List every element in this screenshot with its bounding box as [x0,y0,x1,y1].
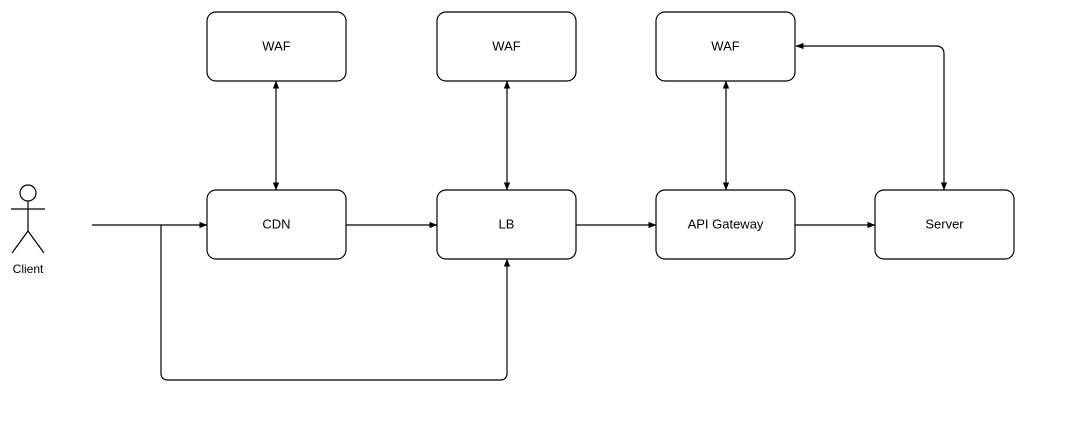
node-cdn: CDN [206,189,347,260]
node-waf-1: WAF [206,11,347,82]
node-api-gateway: API Gateway [655,189,796,260]
node-waf-2: WAF [436,11,577,82]
client-actor: Client [11,184,45,276]
node-waf-3: WAF [655,11,796,82]
node-waf-1-label: WAF [262,38,290,53]
actor-right-leg [27,230,45,254]
actor-head [19,184,37,202]
node-waf-3-label: WAF [711,38,739,53]
edge-client-to-lb [160,225,511,381]
edges [92,42,948,381]
actor-label: Client [13,262,44,276]
node-lb: LB [436,189,577,260]
actor-left-leg [11,230,29,254]
node-cdn-label: CDN [262,216,290,231]
node-server-label: Server [925,216,964,231]
node-server: Server [874,189,1015,260]
edge-server-waf-3 [795,42,948,191]
node-lb-label: LB [499,216,515,231]
node-api-gateway-label: API Gateway [688,216,764,231]
node-waf-2-label: WAF [492,38,520,53]
